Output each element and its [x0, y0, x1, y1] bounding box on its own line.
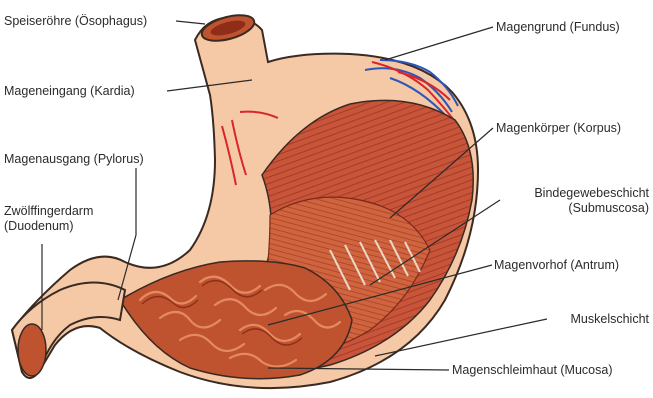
duodenum-lumen	[18, 324, 46, 376]
label-antrum: Magenvorhof (Antrum)	[494, 258, 619, 273]
label-duodenum-line1: Zwölffingerdarm	[4, 204, 93, 219]
label-pylorus: Magenausgang (Pylorus)	[4, 152, 144, 167]
label-fundus: Magengrund (Fundus)	[496, 20, 620, 35]
label-mucosa: Magenschleimhaut (Mucosa)	[452, 363, 613, 378]
label-submucosa: Bindegewebeschicht (Submuscosa)	[534, 186, 649, 216]
label-submucosa-line2: (Submuscosa)	[534, 201, 649, 216]
label-esophagus: Speiseröhre (Ösophagus)	[4, 14, 147, 29]
label-duodenum-line2: (Duodenum)	[4, 219, 93, 234]
label-duodenum: Zwölffingerdarm (Duodenum)	[4, 204, 93, 234]
label-cardia: Mageneingang (Kardia)	[4, 84, 135, 99]
label-corpus: Magenkörper (Korpus)	[496, 121, 621, 136]
label-muscularis: Muskelschicht	[571, 312, 650, 327]
label-submucosa-line1: Bindegewebeschicht	[534, 186, 649, 201]
